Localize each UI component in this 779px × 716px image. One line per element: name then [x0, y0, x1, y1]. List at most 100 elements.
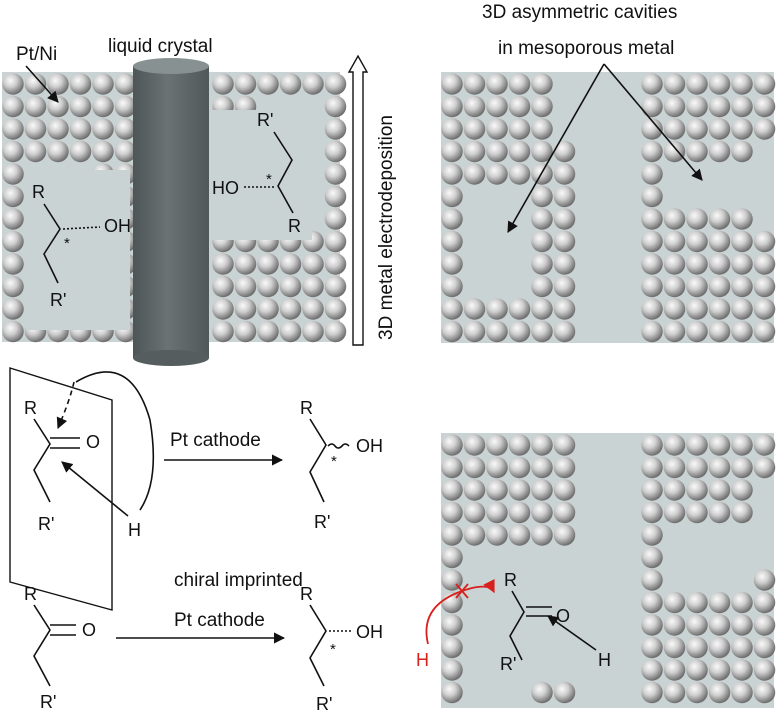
electrodeposition-label: 3D metal electrodeposition: [376, 115, 397, 340]
metal-sphere: [441, 163, 463, 185]
metal-sphere: [663, 298, 686, 320]
metal-sphere: [753, 456, 776, 479]
metal-sphere: [531, 95, 553, 118]
metal-sphere: [234, 298, 257, 320]
metal-sphere: [753, 636, 776, 659]
metal-sphere: [486, 501, 508, 524]
metal-sphere: [731, 118, 753, 140]
metal-sphere: [753, 230, 776, 253]
metal-sphere: [531, 479, 553, 501]
metal-sphere: [2, 230, 24, 253]
metal-sphere: [463, 118, 486, 140]
metal-sphere: [753, 118, 776, 140]
metal-sphere: [2, 73, 24, 95]
metal-sphere: [486, 456, 508, 479]
metal-sphere: [641, 253, 663, 275]
metal-sphere: [708, 614, 731, 636]
metal-sphere: [441, 501, 463, 524]
metal-sphere: [641, 434, 663, 456]
metal-sphere: [508, 95, 531, 118]
atom-ho: HO: [212, 178, 239, 198]
metal-sphere: [2, 298, 24, 320]
metal-sphere: [708, 95, 731, 118]
chiral-imprinted-label: chiral imprinted: [174, 570, 303, 591]
metal-sphere: [708, 320, 731, 343]
metal-sphere: [641, 140, 663, 163]
metal-sphere: [686, 456, 708, 479]
metal-sphere: [686, 298, 708, 320]
metal-sphere: [708, 208, 731, 230]
metal-sphere: [641, 479, 663, 501]
metal-sphere: [708, 659, 731, 681]
metal-sphere: [234, 275, 257, 298]
liquid-crystal-cylinder: [133, 58, 209, 366]
metal-sphere: [441, 95, 463, 118]
metal-sphere: [212, 253, 234, 275]
metal-sphere: [753, 434, 776, 456]
metal-sphere: [753, 95, 776, 118]
atom-r: R: [288, 216, 301, 236]
metal-sphere: [641, 501, 663, 524]
metal-sphere: [663, 95, 686, 118]
metal-sphere: [663, 456, 686, 479]
metal-sphere: [212, 275, 234, 298]
metal-sphere: [324, 275, 347, 298]
metal-sphere: [324, 163, 347, 185]
atom-r-prime: R': [50, 290, 66, 310]
metal-sphere: [69, 140, 92, 163]
metal-sphere: [2, 163, 24, 185]
atom-r: R: [300, 584, 313, 604]
metal-sphere: [731, 434, 753, 456]
metal-sphere: [441, 275, 463, 298]
metal-sphere: [508, 163, 531, 185]
atom-oh: OH: [104, 216, 131, 236]
metal-sphere: [531, 320, 553, 343]
metal-sphere: [686, 253, 708, 275]
metal-sphere: [553, 275, 576, 298]
metal-sphere: [508, 73, 531, 95]
metal-sphere: [753, 569, 776, 591]
metal-sphere: [441, 524, 463, 546]
metal-sphere: [2, 140, 24, 163]
metal-sphere: [708, 298, 731, 320]
metal-sphere: [731, 681, 753, 704]
metal-sphere: [641, 456, 663, 479]
metal-sphere: [302, 275, 324, 298]
metal-sphere: [2, 95, 24, 118]
metal-sphere: [553, 208, 576, 230]
metal-sphere: [463, 163, 486, 185]
metal-sphere-array-bottom-right: [441, 434, 776, 704]
metal-sphere: [553, 501, 576, 524]
metal-sphere: [663, 253, 686, 275]
metal-sphere: [663, 614, 686, 636]
metal-sphere: [257, 73, 279, 95]
metal-sphere: [731, 479, 753, 501]
metal-sphere: [553, 298, 576, 320]
metal-sphere: [553, 434, 576, 456]
metal-sphere: [508, 524, 531, 546]
chiral-reduction-scheme: R O R': [24, 584, 96, 712]
metal-sphere: [553, 163, 576, 185]
metal-sphere: [463, 479, 486, 501]
metal-sphere: [708, 591, 731, 614]
metal-sphere: [441, 456, 463, 479]
metal-sphere: [302, 320, 324, 343]
metal-sphere: [641, 591, 663, 614]
metal-sphere: [753, 298, 776, 320]
metal-sphere: [708, 681, 731, 704]
metal-sphere: [234, 320, 257, 343]
metal-sphere: [753, 253, 776, 275]
metal-sphere: [686, 320, 708, 343]
metal-sphere: [686, 230, 708, 253]
metal-sphere: [441, 681, 463, 704]
metal-sphere: [324, 95, 347, 118]
metal-sphere: [686, 434, 708, 456]
metal-sphere: [553, 230, 576, 253]
metal-sphere: [302, 73, 324, 95]
metal-sphere: [641, 208, 663, 230]
metal-sphere: [508, 298, 531, 320]
metal-sphere: [731, 140, 753, 163]
metal-sphere: [69, 73, 92, 95]
metal-sphere: [324, 73, 347, 95]
metal-sphere: [234, 253, 257, 275]
